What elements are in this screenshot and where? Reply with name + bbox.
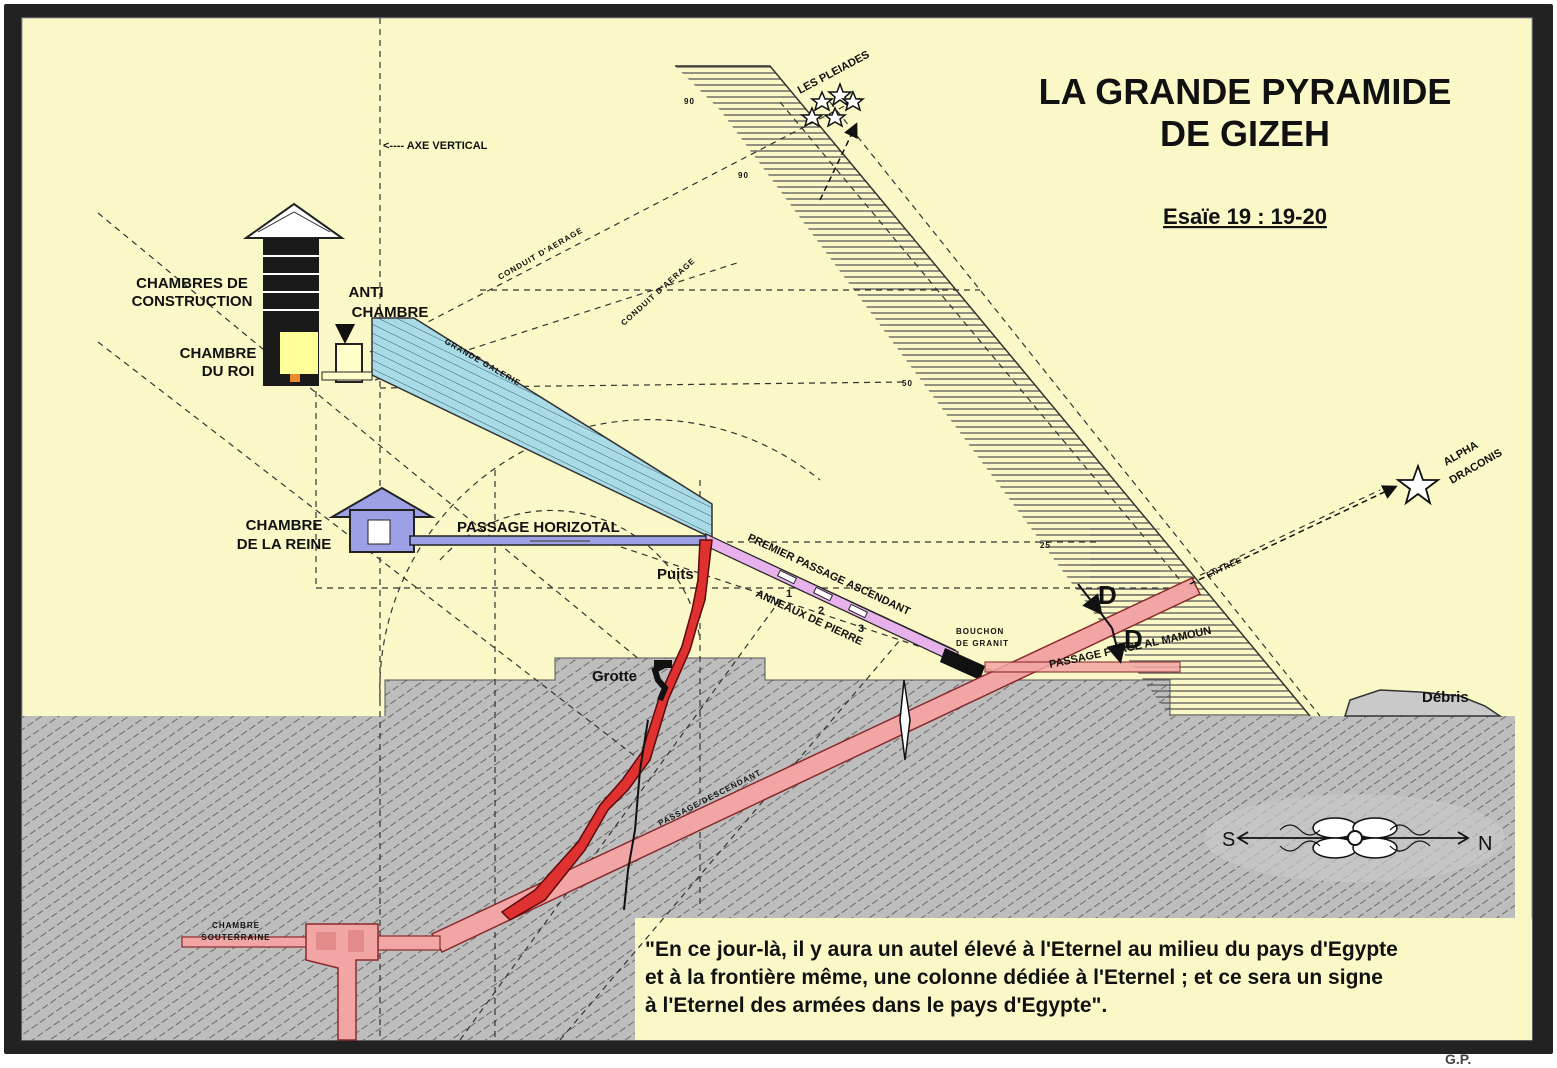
alpha-draconis-star [1395,463,1441,506]
label-chambre-reine-2: DE LA REINE [237,536,331,553]
label-d-upper: D [1098,580,1117,610]
label-scale-25: 25 [1040,541,1051,550]
label-puits: Puits [657,566,694,583]
label-chambre-roi: CHAMBRE [180,345,257,362]
label-chambres-construction: CHAMBRES DE [136,275,248,292]
well-shaft [500,539,713,921]
label-scale-90a: 90 [684,97,695,106]
label-chambre-reine: CHAMBRE [246,517,323,534]
label-chambre-souterraine-2: SOUTERRAINE [201,933,270,942]
compass-s: S [1222,829,1235,851]
label-d-lower: D [1124,624,1143,654]
quote-line-2: et à la frontière même, une colonne dédi… [645,966,1383,989]
king-chamber [280,332,318,374]
subterranean-passage [377,935,441,951]
signature: G.P. [1445,1051,1471,1067]
label-debris: Débris [1422,689,1469,706]
quote-panel [635,918,1532,1040]
d-measures [1077,583,1126,664]
label-bouchon-2: DE GRANIT [956,639,1009,648]
label-chambre-roi-2: DU ROI [202,363,255,380]
label-bouchon: BOUCHON [956,627,1004,636]
label-ring-3: 3 [858,623,864,635]
compass-rose [1205,794,1505,882]
pleiades-stars [799,81,866,128]
debris-mound [1343,689,1503,717]
bible-reference: Esaïe 19 : 19-20 [1163,204,1327,229]
page-title: LA GRANDE PYRAMIDE [1039,71,1452,112]
label-scale-50: 50 [902,379,913,388]
king-chamber-complex [242,202,373,386]
grand-gallery [371,317,713,540]
label-passage-horizontal: PASSAGE HORIZOTAL [457,519,620,536]
quote-line-1: "En ce jour-là, il y aura un autel élevé… [645,938,1398,961]
compass-n: N [1478,833,1492,855]
granite-plug [940,648,985,680]
label-ring-1: 1 [786,588,792,600]
label-scale-90b: 90 [738,171,749,180]
label-anti-chambre-2: CHAMBRE [352,304,429,321]
label-anti-chambre: ANTI [349,284,384,301]
quote-line-3: à l'Eternel des armées dans le pays d'Eg… [645,994,1107,1017]
label-axe-vertical: <---- AXE VERTICAL [383,140,488,152]
label-ring-2: 2 [818,605,824,617]
construction-chambers [263,238,319,328]
label-chambres-construction-2: CONSTRUCTION [132,293,253,310]
label-grotte: Grotte [592,668,637,685]
page-title-line2: DE GIZEH [1160,113,1330,154]
queen-chamber-complex [328,486,711,553]
subterranean-chamber [305,923,379,1041]
label-chambre-souterraine: CHAMBRE [212,921,260,930]
